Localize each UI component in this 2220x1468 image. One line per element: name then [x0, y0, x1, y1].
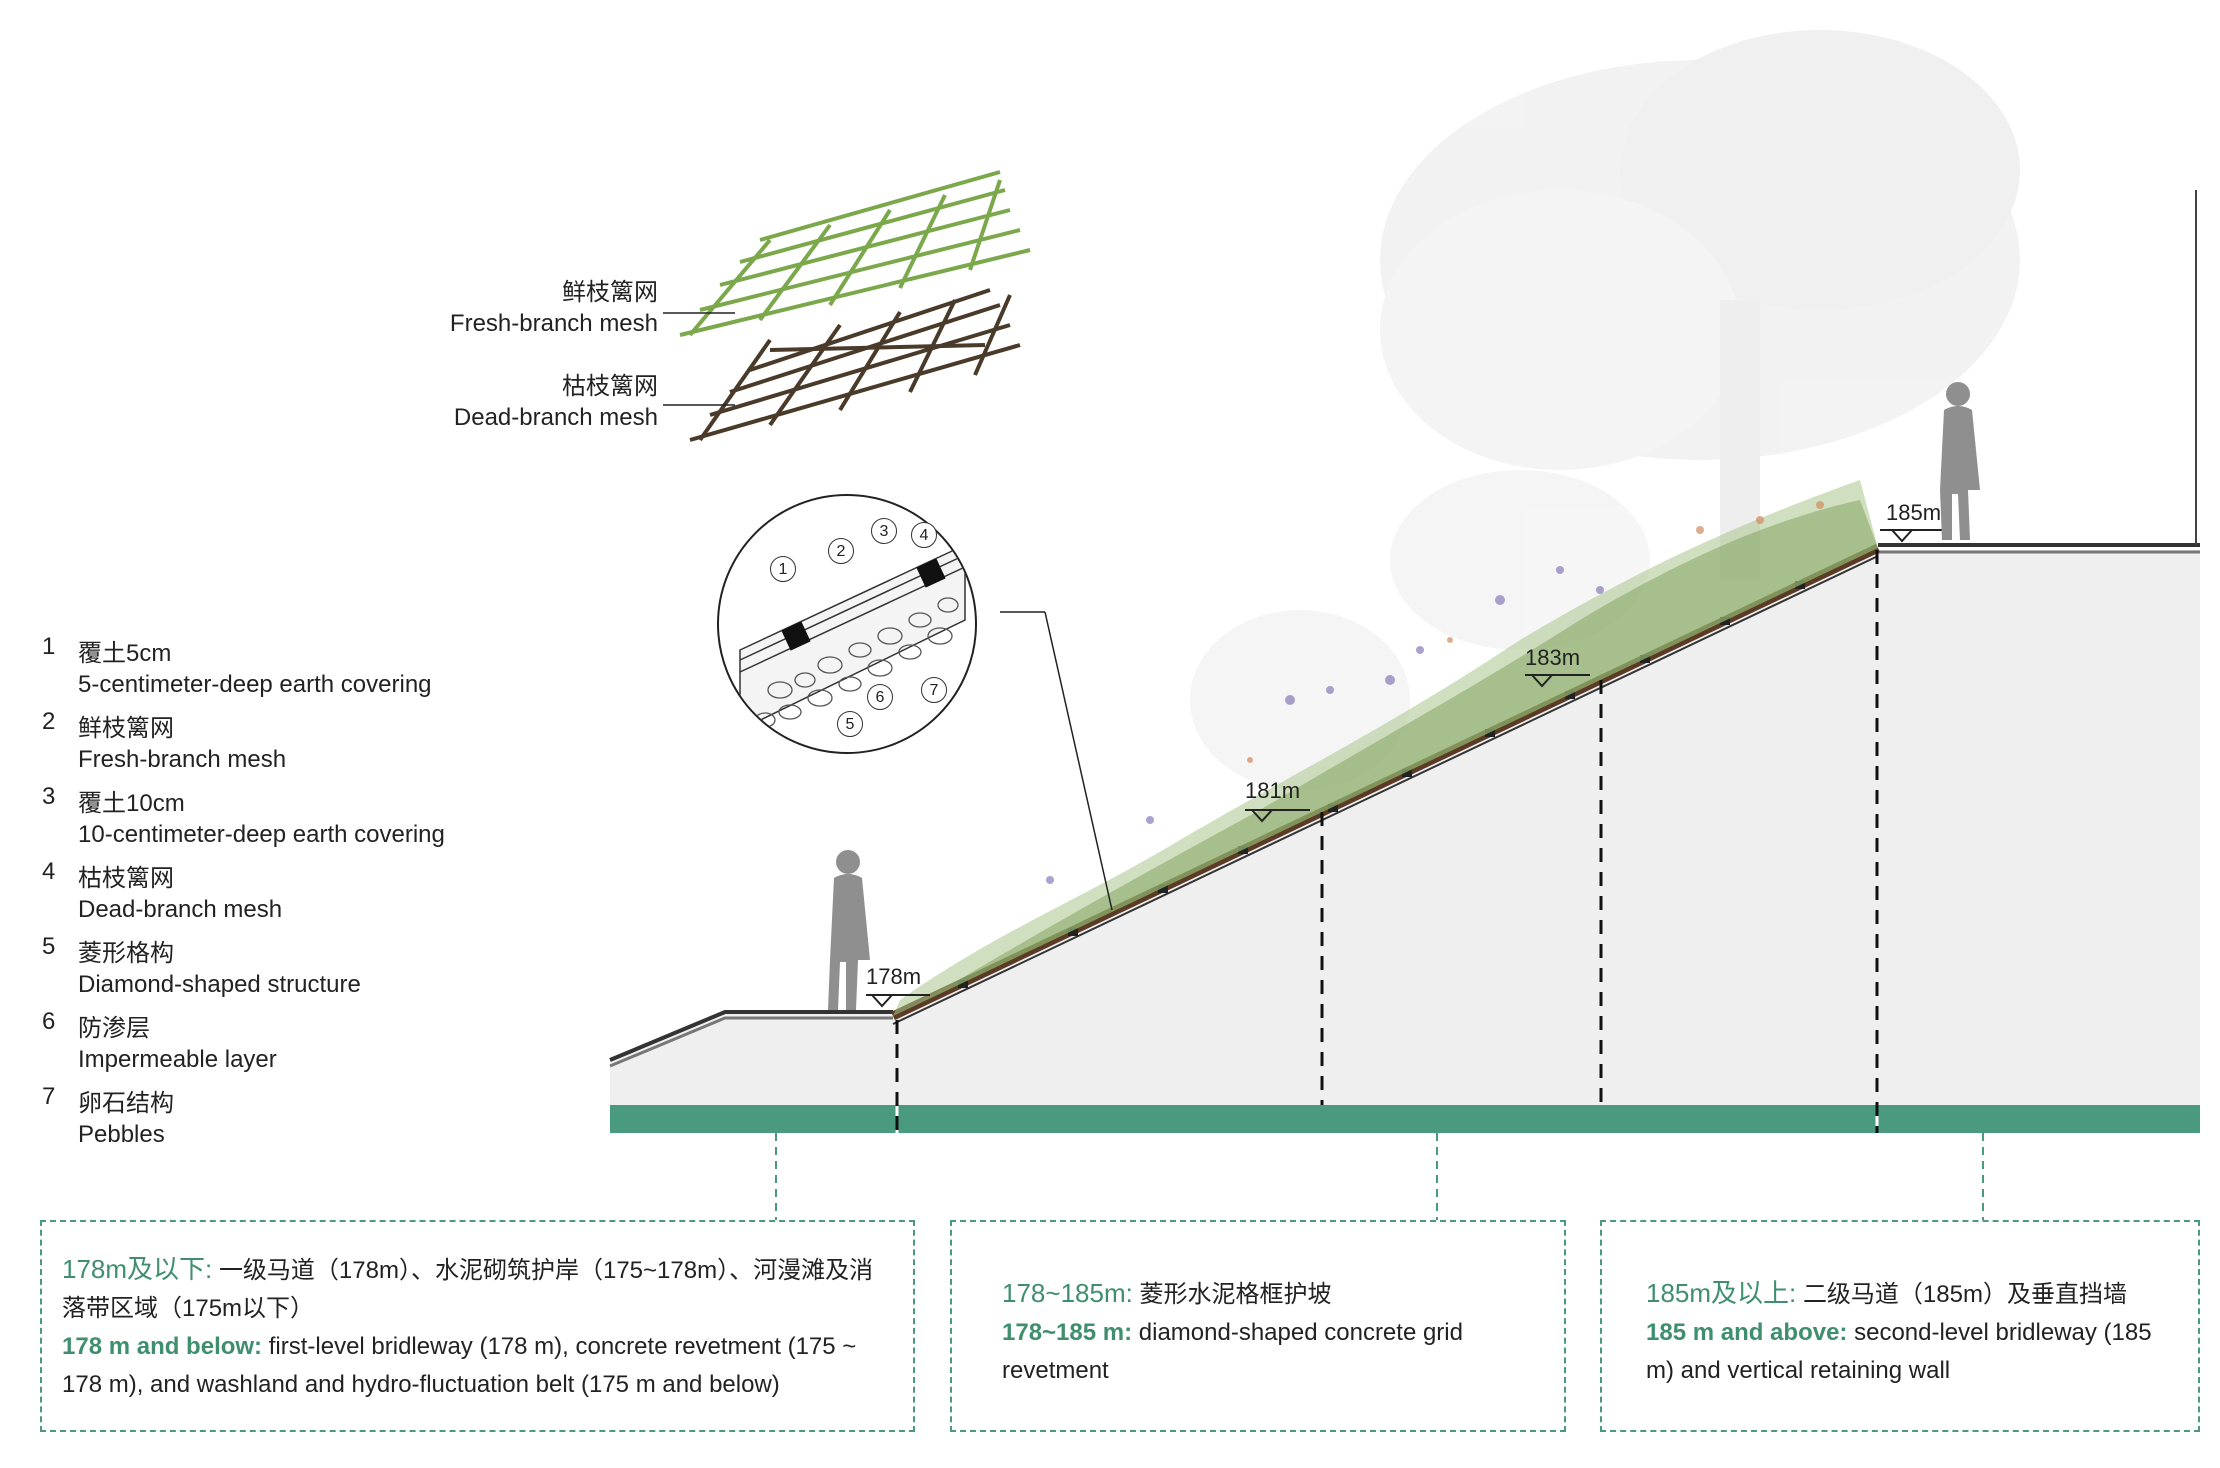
legend-zh-6: 防渗层	[78, 1015, 150, 1042]
callout-4: 4	[911, 522, 937, 548]
fresh-mesh-en: Fresh-branch mesh	[449, 310, 658, 337]
zone-connectors	[775, 1133, 1984, 1220]
callout-2: 2	[828, 538, 854, 564]
zone-box-middle: 178~185m: 菱形水泥格框护坡 178~185 m: diamond-sh…	[950, 1220, 1566, 1432]
legend-num-4: 4	[42, 858, 56, 885]
zone2-zh-body: 菱形水泥格框护坡	[1139, 1281, 1332, 1308]
grid-blocks	[958, 581, 1805, 988]
lower-bridleway	[609, 1010, 893, 1062]
zone3-en-head: 185 m and above:	[1646, 1319, 1848, 1346]
fresh-mesh-zh: 鲜枝篱网	[562, 279, 658, 306]
elevation-183: 183m	[1525, 645, 1581, 670]
elevation-markers	[866, 529, 1945, 1008]
callout-1: 1	[770, 556, 796, 582]
zone1-zh-body: 一级马道（178m）、水泥砌筑护岸（175~178m）、河漫滩及消落带区域（17…	[62, 1257, 874, 1322]
zone1-en-body: first-level bridleway (178 m), concrete …	[62, 1333, 857, 1398]
legend-num-7: 7	[42, 1083, 56, 1110]
legend-num-1: 1	[42, 633, 56, 660]
person-lower	[828, 850, 870, 1010]
zone-box-lower: 178m及以下: 一级马道（178m）、水泥砌筑护岸（175~178m）、河漫滩…	[40, 1220, 915, 1432]
ground-bar	[610, 1105, 2200, 1133]
zone2-en-body: diamond-shaped concrete grid revetment	[1002, 1319, 1463, 1384]
legend-en-5: Diamond-shaped structure	[78, 971, 361, 998]
legend-en-1: 5-centimeter-deep earth covering	[78, 671, 432, 698]
zone1-en-head: 178 m and below:	[62, 1333, 263, 1360]
person-upper	[1940, 382, 1980, 540]
callout-7: 7	[921, 677, 947, 703]
callout-5: 5	[837, 711, 863, 737]
zone3-zh-head: 185m及以上:	[1646, 1278, 1797, 1308]
callout-3: 3	[871, 518, 897, 544]
legend-num-6: 6	[42, 1008, 56, 1035]
zone3-zh-body: 二级马道（185m）及垂直挡墙	[1802, 1281, 2127, 1308]
zone2-en-head: 178~185 m:	[1002, 1319, 1133, 1346]
dead-branch-mesh	[689, 288, 1021, 442]
callout-6: 6	[867, 684, 893, 710]
zone3-en-body: second-level bridleway (185 m) and verti…	[1646, 1319, 2152, 1384]
legend-en-2: Fresh-branch mesh	[78, 746, 287, 773]
fresh-branch-mesh	[679, 170, 1031, 337]
legend-zh-5: 菱形格构	[78, 940, 174, 967]
legend-zh-3: 覆土10cm	[78, 790, 185, 817]
zone1-zh-head: 178m及以下:	[62, 1254, 213, 1284]
legend-zh-7: 卵石结构	[78, 1090, 174, 1117]
elevation-185: 185m	[1886, 500, 1942, 525]
legend-en-7: Pebbles	[78, 1121, 165, 1148]
dead-mesh-en: Dead-branch mesh	[453, 404, 658, 431]
legend-num-2: 2	[42, 708, 56, 735]
elevation-178: 178m	[866, 964, 922, 989]
legend-zh-2: 鲜枝篱网	[78, 715, 174, 742]
legend-en-4: Dead-branch mesh	[78, 896, 283, 923]
legend-num-5: 5	[42, 933, 56, 960]
zone-box-upper: 185m及以上: 二级马道（185m）及垂直挡墙 185 m and above…	[1600, 1220, 2200, 1432]
section-dashes	[895, 550, 1879, 1133]
legend-num-3: 3	[42, 783, 56, 810]
slope-planting	[893, 480, 1878, 1016]
dead-mesh-zh: 枯枝篱网	[562, 373, 658, 400]
legend-zh-4: 枯枝篱网	[78, 865, 174, 892]
elevation-181: 181m	[1245, 778, 1301, 803]
legend-zh-1: 覆土5cm	[78, 640, 172, 667]
legend-en-3: 10-centimeter-deep earth covering	[78, 821, 445, 848]
legend-en-6: Impermeable layer	[78, 1046, 277, 1073]
zone2-zh-head: 178~185m:	[1002, 1278, 1133, 1308]
